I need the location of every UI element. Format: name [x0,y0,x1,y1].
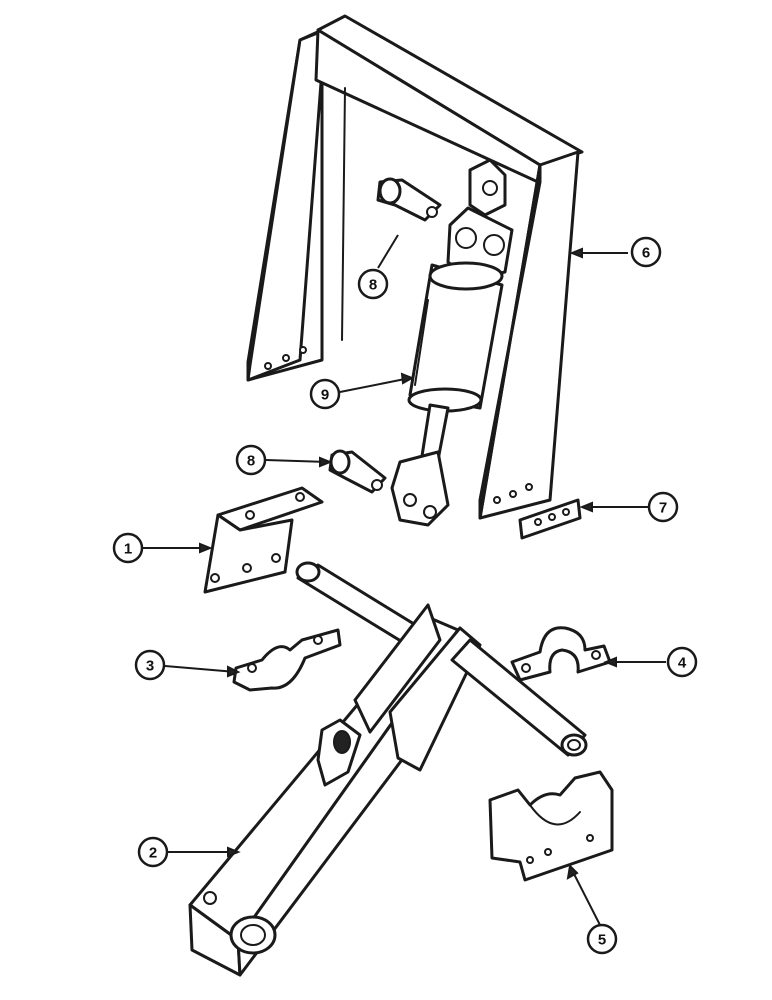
saddle-cap-part [510,626,612,682]
callout-2: 2 [137,836,169,868]
leader-5 [571,869,601,926]
callout-6-label: 6 [642,245,650,262]
leader-3 [164,665,237,673]
callout-3-label: 3 [146,658,154,675]
callout-1: 1 [112,532,144,564]
callout-5-label: 5 [598,932,606,949]
callout-7: 7 [647,491,679,523]
callout-8-upper: 8 [357,268,389,300]
callout-5: 5 [586,923,618,955]
callout-4: 4 [666,646,698,678]
callout-4-label: 4 [678,655,687,672]
upper-pin-part [376,177,442,222]
leader-8b [265,459,329,463]
lift-arm-part [188,561,588,977]
leader-8a [377,234,399,269]
callout-8-upper-label: 8 [369,277,377,294]
plate-part [518,498,582,540]
frame-part [246,14,584,520]
callout-7-label: 7 [659,500,667,517]
leader-lines [143,234,666,926]
mounting-bracket-part [203,486,324,594]
callout-2-label: 2 [149,845,157,862]
callout-8-lower: 8 [235,444,267,476]
callout-9-label: 9 [321,387,329,404]
hydraulic-cylinder-part [390,206,514,527]
lower-pin-part [328,449,387,494]
callout-3: 3 [134,649,166,681]
callout-6: 6 [630,236,662,268]
callout-8-lower-label: 8 [247,453,255,470]
callout-1-label: 1 [124,541,132,558]
saddle-bracket-part [488,770,614,882]
strap-clamp-part [232,628,342,692]
callout-9: 9 [309,378,341,410]
leader-9 [339,377,411,393]
